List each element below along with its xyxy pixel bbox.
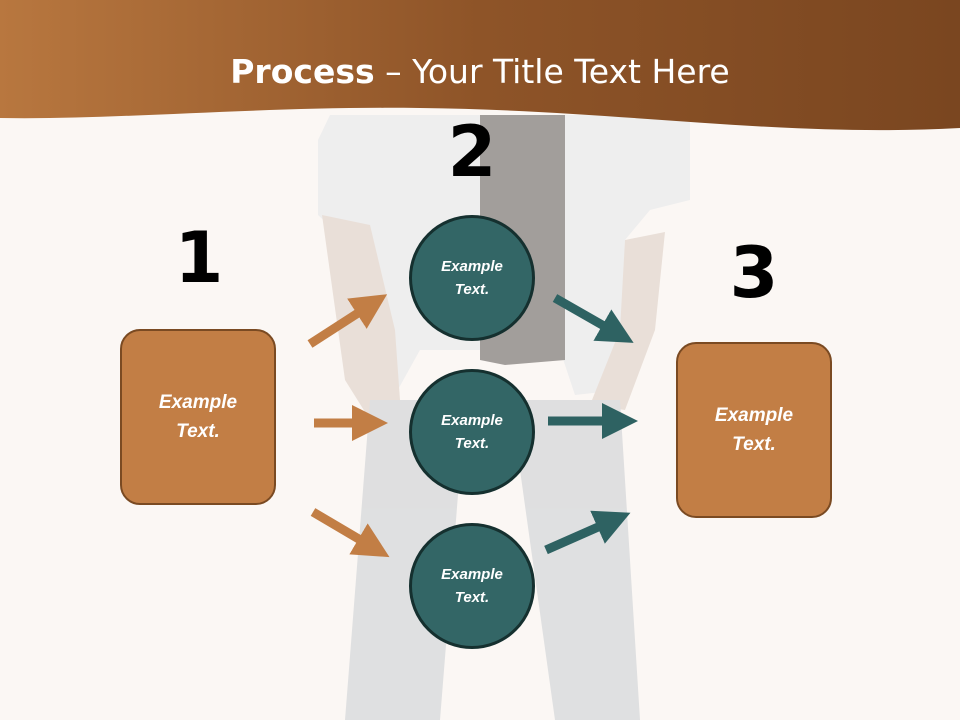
step-number-2: 2	[447, 111, 497, 193]
circle-bottom-line2: Text.	[454, 589, 490, 606]
step-2-circle-top: Example Text.	[409, 215, 535, 341]
title-rest: – Your Title Text Here	[374, 52, 730, 91]
arrow-box-to-circle-top	[307, 294, 388, 348]
step-1-box: Example Text.	[120, 329, 276, 505]
arrow-box-to-circle-bottom	[310, 508, 390, 558]
step-1-box-line2: Text.	[176, 421, 220, 442]
step-2-circle-bottom: Example Text.	[409, 523, 535, 649]
step-3-box-line2: Text.	[732, 434, 776, 455]
arrow-circle-bottom-to-box	[544, 510, 631, 555]
step-3-box-line1: Example	[714, 405, 794, 426]
step-number-1: 1	[174, 217, 224, 299]
step-number-3: 3	[729, 232, 779, 314]
circle-middle-line2: Text.	[454, 435, 490, 452]
circle-top-line2: Text.	[454, 281, 490, 298]
circle-middle-line1: Example	[441, 412, 503, 429]
title-bold: Process	[230, 52, 375, 91]
arrow-circle-top-to-box	[552, 294, 634, 343]
circle-bottom-line1: Example	[441, 566, 503, 583]
photo-jeans	[345, 400, 640, 720]
slide-title: Process – Your Title Text Here	[0, 52, 960, 91]
circle-top-line1: Example	[441, 258, 503, 275]
step-2-circle-middle: Example Text.	[409, 369, 535, 495]
header-banner	[0, 0, 960, 131]
step-3-box: Example Text.	[676, 342, 832, 518]
step-1-box-line1: Example	[158, 392, 238, 413]
